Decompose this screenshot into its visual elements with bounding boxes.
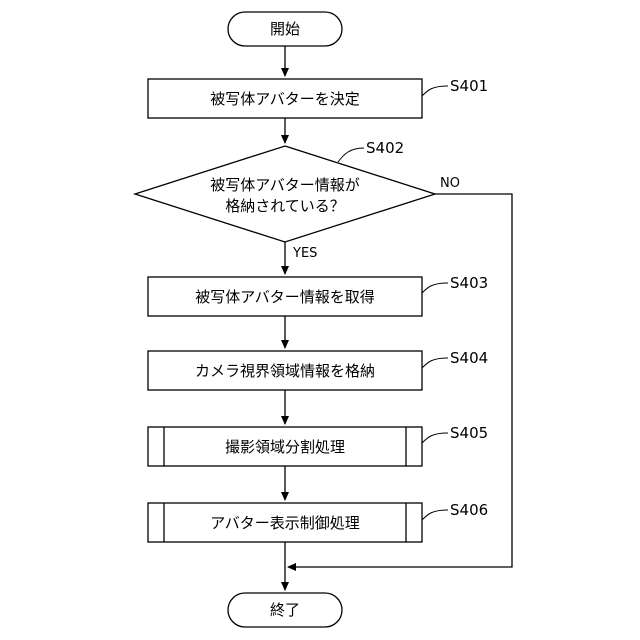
- decision-s402: 被写体アバター情報が 格納されている？: [135, 146, 435, 242]
- s406-label: アバター表示制御処理: [210, 514, 359, 532]
- s401-leader: [422, 86, 448, 96]
- branch-yes-label: YES: [292, 246, 317, 261]
- s405-label: 撮影領域分割処理: [225, 438, 345, 456]
- predefined-process-s405: 撮影領域分割処理: [148, 427, 422, 466]
- s404-step-id: S404: [450, 349, 488, 367]
- process-s404: カメラ視界領域情報を格納: [148, 351, 422, 390]
- s404-leader: [422, 358, 448, 368]
- end-terminal: 終了: [228, 593, 342, 627]
- s405-step-id: S405: [450, 424, 488, 442]
- s402-step-id: S402: [366, 139, 404, 157]
- s406-leader: [422, 510, 448, 520]
- s404-label: カメラ視界領域情報を格納: [195, 362, 375, 380]
- s405-leader: [422, 433, 448, 443]
- predefined-process-s406: アバター表示制御処理: [148, 503, 422, 542]
- start-label: 開始: [270, 20, 300, 38]
- end-label: 終了: [270, 601, 300, 619]
- s401-step-id: S401: [450, 77, 488, 95]
- process-s403: 被写体アバター情報を取得: [148, 277, 422, 316]
- branch-no-label: NO: [440, 176, 460, 191]
- s403-step-id: S403: [450, 274, 488, 292]
- s402-label-line2: 格納されている？: [225, 197, 345, 215]
- s402-leader: [338, 148, 364, 162]
- s402-label-line1: 被写体アバター情報が: [210, 176, 359, 194]
- s403-leader: [422, 283, 448, 293]
- s406-step-id: S406: [450, 501, 488, 519]
- process-s401: 被写体アバターを決定: [148, 79, 422, 118]
- s403-label: 被写体アバター情報を取得: [195, 288, 374, 306]
- start-terminal: 開始: [228, 12, 342, 46]
- s401-label: 被写体アバターを決定: [210, 90, 359, 108]
